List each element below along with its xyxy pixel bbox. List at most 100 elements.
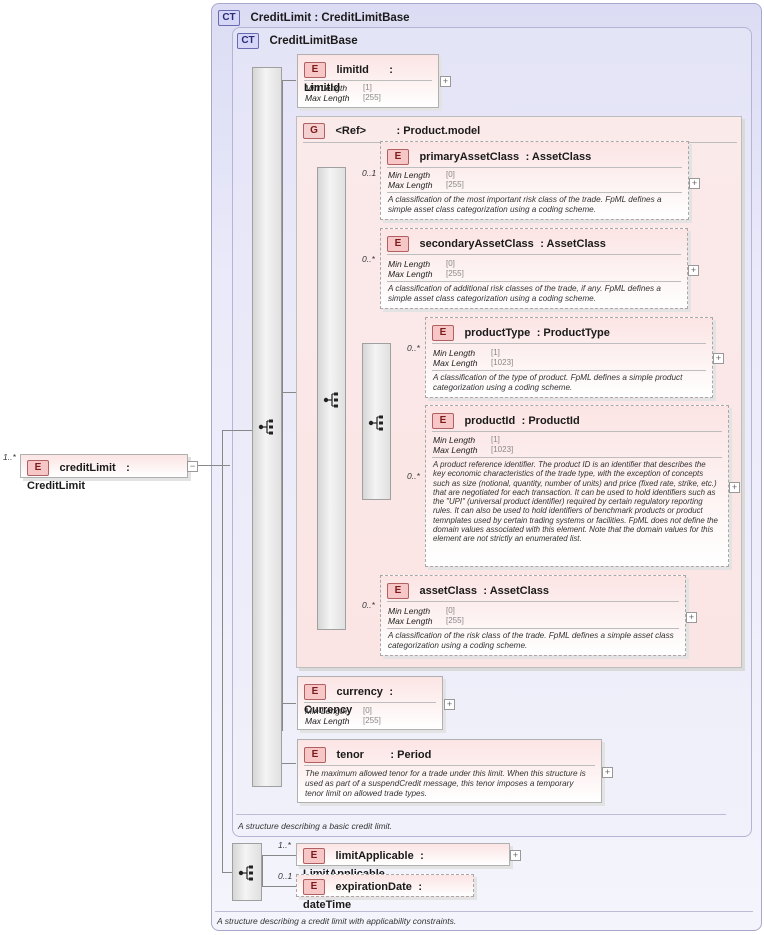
facet-min-length: Min Length[0] [388, 170, 455, 180]
element-type: : ProductId [521, 414, 580, 427]
connector [282, 80, 283, 731]
element-limitid[interactable]: E limitId : LimitId Min Length[1] Max Le… [297, 54, 439, 108]
expand-toggle[interactable]: + [688, 265, 699, 276]
connector [282, 763, 296, 764]
connector [195, 465, 230, 466]
facet-max-length: Max Length[255] [305, 716, 381, 726]
sequence-compositor[interactable] [252, 67, 282, 787]
connector [222, 430, 252, 431]
complex-type-doc: A structure describing a basic credit li… [238, 821, 393, 831]
connector [282, 703, 296, 704]
element-secondaryassetclass[interactable]: E secondaryAssetClass : AssetClass Min L… [380, 228, 688, 309]
facet-min-length: Min Length[0] [388, 259, 455, 269]
element-badge: E [27, 459, 49, 476]
element-producttype[interactable]: E productType : ProductType Min Length[1… [425, 317, 713, 398]
cardinality: 0..* [362, 254, 375, 264]
complex-type-title: CreditLimitBase [269, 34, 358, 47]
divider [215, 911, 753, 912]
complex-type-badge: CT [218, 9, 240, 26]
element-productid[interactable]: E productId : ProductId Min Length[1] Ma… [425, 405, 729, 567]
element-type: : ProductType [536, 326, 610, 339]
expand-toggle[interactable]: + [440, 76, 451, 87]
element-type: : Currency [304, 685, 394, 716]
connector [282, 392, 296, 393]
element-type: : AssetClass [525, 150, 592, 163]
complex-type-title: CreditLimit : CreditLimitBase [250, 11, 410, 24]
element-badge: E [303, 847, 325, 864]
element-name: limitApplicable [335, 849, 414, 862]
element-tenor[interactable]: E tenor : Period The maximum allowed ten… [297, 739, 602, 803]
cardinality: 0..* [407, 343, 420, 353]
cardinality: 0..1 [278, 871, 293, 881]
choice-compositor[interactable] [362, 343, 391, 500]
sequence-compositor[interactable] [232, 843, 262, 901]
divider [236, 814, 726, 815]
element-doc: The maximum allowed tenor for a trade un… [305, 769, 586, 798]
expand-toggle[interactable]: + [729, 482, 740, 493]
sequence-compositor[interactable] [317, 167, 346, 630]
cardinality: 1..* [3, 452, 16, 462]
group-badge: G [303, 122, 325, 139]
element-badge: E [387, 235, 409, 252]
expand-toggle[interactable]: + [602, 767, 613, 778]
facet-min-length: Min Length[0] [305, 706, 372, 716]
element-doc: A classification of the most important r… [388, 195, 662, 214]
facet-max-length: Max Length[255] [305, 93, 381, 103]
facet-max-length: Max Length[1023] [433, 358, 514, 368]
element-assetclass[interactable]: E assetClass : AssetClass Min Length[0] … [380, 575, 686, 656]
expand-toggle[interactable]: + [713, 353, 724, 364]
connector [222, 430, 223, 873]
element-primaryassetclass[interactable]: E primaryAssetClass : AssetClass Min Len… [380, 141, 689, 220]
element-name: tenor [336, 748, 364, 761]
element-badge: E [387, 582, 409, 599]
complex-type-badge: CT [237, 32, 259, 49]
element-name: expirationDate [335, 880, 412, 893]
element-badge: E [303, 878, 325, 895]
element-badge: E [432, 324, 454, 341]
cardinality: 0..1 [362, 168, 377, 178]
element-limitapplicable[interactable]: E limitApplicable : LimitApplicable [296, 843, 510, 880]
element-name: primaryAssetClass [419, 150, 520, 163]
element-expirationdate[interactable]: E expirationDate : dateTime [296, 874, 474, 911]
complex-type-doc: A structure describing a credit limit wi… [217, 916, 457, 926]
facet-min-length: Min Length[1] [433, 348, 500, 358]
element-name: assetClass [419, 584, 477, 597]
cardinality: 1..* [278, 840, 291, 850]
element-currency[interactable]: E currency : Currency Min Length[0] Max … [297, 676, 443, 730]
collapse-toggle[interactable]: − [187, 461, 198, 472]
connector [222, 872, 232, 873]
element-name: secondaryAssetClass [419, 237, 534, 250]
element-badge: E [304, 746, 326, 763]
cardinality: 0..* [407, 471, 420, 481]
element-badge: E [432, 412, 454, 429]
element-type: : AssetClass [540, 237, 606, 250]
expand-toggle[interactable]: + [510, 850, 521, 861]
element-badge: E [387, 148, 409, 165]
facet-max-length: Max Length[255] [388, 180, 464, 190]
element-badge: E [304, 683, 326, 700]
element-type: : dateTime [303, 880, 422, 911]
expand-toggle[interactable]: + [444, 699, 455, 710]
expand-toggle[interactable]: + [686, 612, 697, 623]
element-badge: E [304, 61, 326, 78]
element-name: productId [464, 414, 516, 427]
element-type: : AssetClass [483, 584, 550, 597]
element-creditlimit[interactable]: E creditLimit : CreditLimit [20, 454, 188, 492]
facet-max-length: Max Length[1023] [433, 445, 514, 455]
facet-max-length: Max Length[255] [388, 616, 464, 626]
complex-type-header: CT CreditLimit : CreditLimitBase [218, 9, 410, 26]
facet-min-length: Min Length[1] [433, 435, 500, 445]
element-name: currency [336, 685, 383, 698]
complex-type-header: CT CreditLimitBase [237, 32, 358, 49]
element-doc: A product reference identifier. The prod… [433, 460, 718, 544]
group-type: : Product.model [396, 124, 481, 137]
element-name: productType [464, 326, 531, 339]
sequence-icon [323, 392, 338, 408]
element-doc: A classification of the type of product.… [433, 373, 683, 392]
element-type: : CreditLimit [27, 461, 130, 492]
sequence-icon [238, 865, 253, 881]
expand-toggle[interactable]: + [689, 178, 700, 189]
connector [262, 855, 296, 856]
element-type: : Period [390, 748, 432, 761]
sequence-icon [368, 415, 383, 431]
